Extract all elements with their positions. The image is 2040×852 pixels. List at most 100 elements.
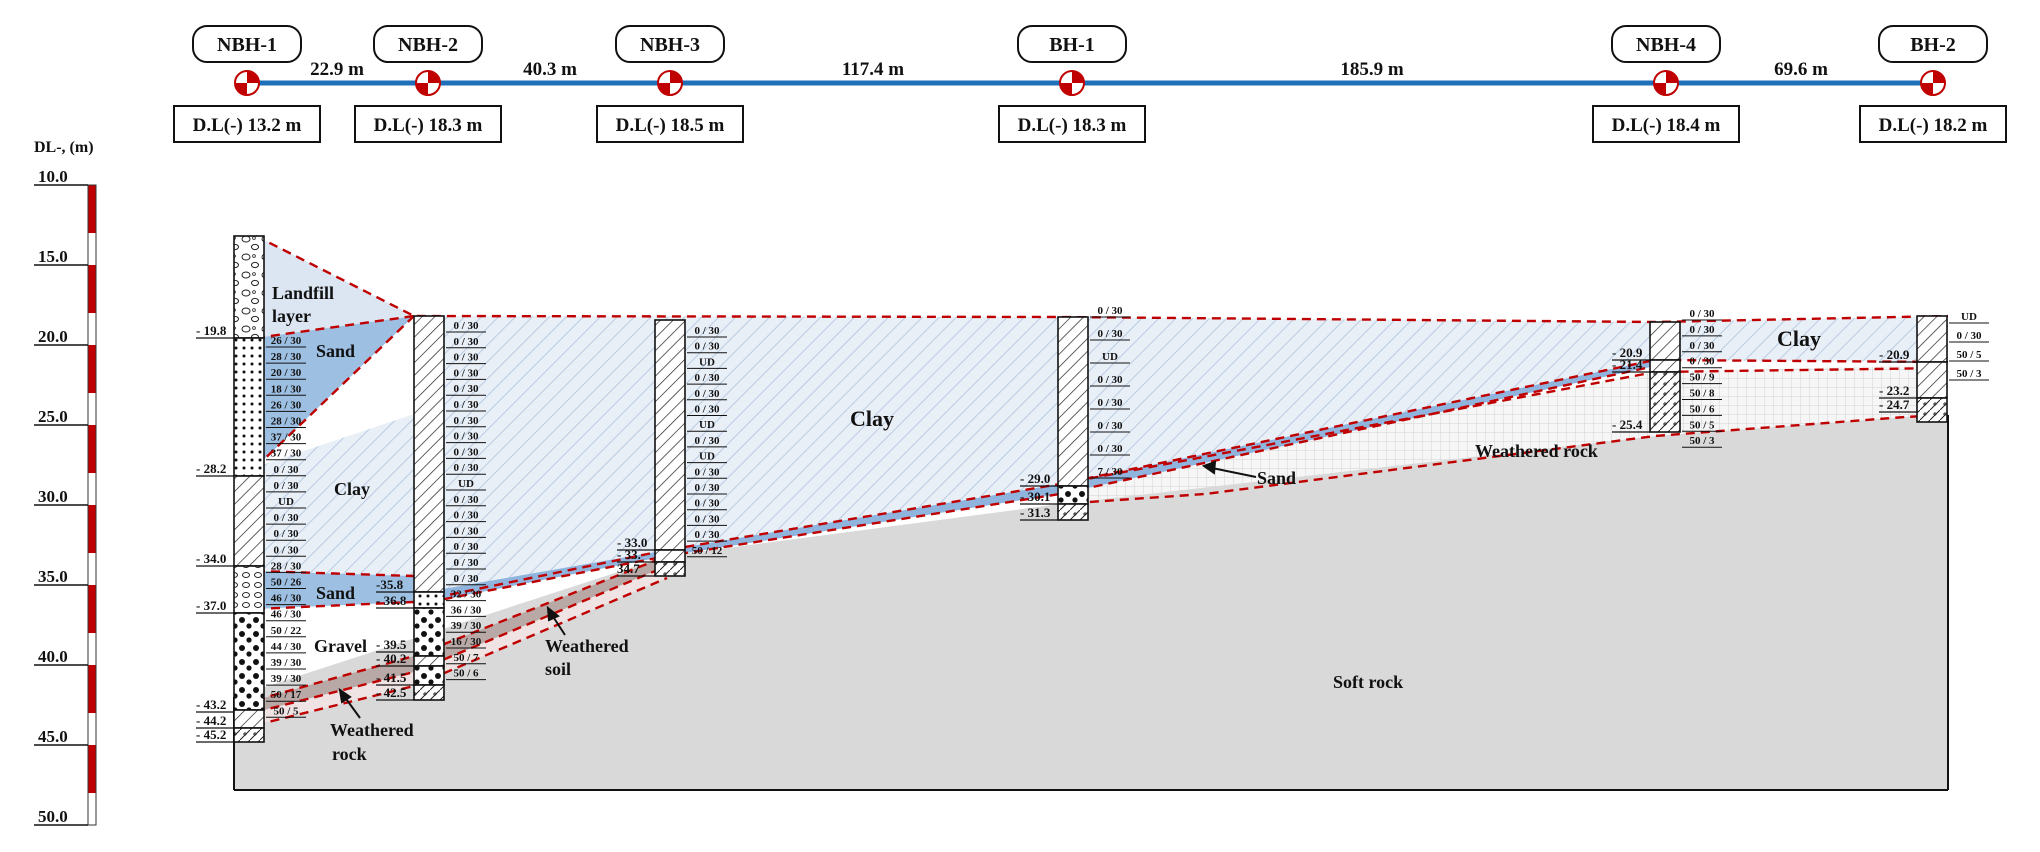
- spt-value: 26 / 30: [271, 335, 302, 347]
- borehole-symbol-quadrant: [658, 83, 670, 95]
- scale-tick-label: 20.0: [38, 327, 68, 346]
- borehole-symbol-quadrant: [416, 83, 428, 95]
- label-clay-right: Clay: [1777, 326, 1821, 351]
- scale-segment: [88, 441, 96, 457]
- spt-value: 37 / 30: [271, 448, 302, 460]
- spt-value: UD: [699, 451, 715, 463]
- log-segment: [233, 565, 265, 614]
- depth-label: - 19.8: [196, 323, 227, 338]
- spt-value: 0 / 30: [694, 435, 720, 447]
- spt-value: 0 / 30: [1097, 328, 1123, 340]
- depth-label: - 41.5: [376, 670, 407, 685]
- borehole-distance: 185.9 m: [1340, 59, 1404, 80]
- spt-value: 50 / 7: [453, 652, 479, 664]
- borehole-symbol-quadrant: [1072, 71, 1084, 83]
- borehole-name: BH-2: [1910, 34, 1956, 56]
- scale-segment: [88, 265, 96, 281]
- borehole-symbol-quadrant: [1060, 83, 1072, 95]
- scale-segment: [88, 489, 96, 505]
- scale-segment: [88, 537, 96, 553]
- spt-value: 0 / 30: [453, 462, 479, 474]
- scale-segment: [88, 425, 96, 441]
- datum-level: D.L(-) 18.4 m: [1612, 115, 1721, 136]
- spt-value: 0 / 30: [1097, 443, 1123, 455]
- borehole-name: NBH-3: [640, 34, 700, 56]
- spt-value: 50 / 8: [1689, 388, 1715, 400]
- borehole-name: NBH-1: [217, 34, 277, 56]
- log-segment: [413, 655, 445, 667]
- spt-value: 0 / 30: [453, 415, 479, 427]
- scale-segment: [88, 313, 96, 329]
- log-segment: [233, 337, 265, 477]
- label-arrows: [338, 460, 1257, 719]
- spt-value: 0 / 30: [453, 525, 479, 537]
- label-gravel: Gravel: [314, 636, 367, 656]
- scale-segment: [88, 745, 96, 761]
- spt-value: 46 / 30: [271, 609, 302, 621]
- log-segment: [1916, 397, 1948, 423]
- borehole-marker: NBH-4D.L(-) 18.4 m: [1592, 25, 1740, 143]
- spt-value: 37 / 30: [271, 432, 302, 444]
- spt-value: 0 / 30: [453, 383, 479, 395]
- spt-value: 36 / 30: [451, 604, 482, 616]
- scale-segment: [88, 617, 96, 633]
- spt-value: 50 / 6: [1689, 403, 1715, 415]
- datum-level: D.L(-) 13.2 m: [193, 115, 302, 136]
- weathered-rock-zone: [1060, 365, 1948, 504]
- scale-segment: [88, 809, 96, 825]
- borehole-marker: BH-2D.L(-) 18.2 m: [1859, 25, 2007, 143]
- spt-value: 50 / 26: [271, 577, 302, 589]
- borehole-log: - 19.8- 28.2- 34.0- 37.0- 43.2- 44.2- 45…: [196, 235, 306, 743]
- scale-segment: [88, 569, 96, 585]
- spt-value: 0 / 30: [273, 512, 299, 524]
- log-segment: [654, 319, 686, 551]
- scale-segment: [88, 345, 96, 361]
- depth-label: - 40.2: [376, 651, 406, 666]
- spt-value: 0 / 30: [1689, 324, 1715, 336]
- depth-label: - 20.9: [1879, 347, 1910, 362]
- log-segment: [1649, 371, 1681, 433]
- spt-value: 0 / 30: [694, 482, 720, 494]
- label-weathered-rock-main: Weathered rock: [1475, 441, 1598, 461]
- depth-label: - 20.9: [1612, 345, 1643, 360]
- spt-value: 0 / 30: [694, 466, 720, 478]
- datum-level-box: [596, 105, 744, 143]
- spt-value: UD: [458, 478, 474, 490]
- spt-value: 0 / 30: [453, 320, 479, 332]
- log-segment: [413, 315, 445, 593]
- spt-value: 7 / 30: [1097, 466, 1123, 478]
- label-landfill: Landfill: [272, 283, 334, 303]
- depth-label: - 44.2: [196, 713, 226, 728]
- log-segment: [654, 561, 686, 577]
- spt-value: 0 / 30: [694, 341, 720, 353]
- spt-value: 0 / 30: [273, 528, 299, 540]
- spt-value: 50 / 3: [1956, 368, 1982, 380]
- spt-value: 28 / 30: [271, 560, 302, 572]
- depth-label: - 34.0: [196, 551, 226, 566]
- log-segment: [1057, 503, 1089, 521]
- spt-value: 0 / 30: [453, 541, 479, 553]
- borehole-marker: NBH-1D.L(-) 13.2 m: [173, 25, 321, 143]
- spt-value: 0 / 30: [694, 498, 720, 510]
- borehole-symbol-quadrant: [670, 71, 682, 83]
- spt-value: 16 / 30: [451, 636, 482, 648]
- scale-segment: [88, 601, 96, 617]
- borehole-symbol-quadrant: [1921, 83, 1933, 95]
- scale-tick-label: 50.0: [38, 807, 68, 826]
- scale-segment: [88, 457, 96, 473]
- borehole-distance: 117.4 m: [842, 59, 904, 80]
- section-fills: [234, 236, 1948, 790]
- scale-tick-label: 45.0: [38, 727, 68, 746]
- scale-tick-label: 10.0: [38, 167, 68, 186]
- spt-value: 0 / 30: [273, 544, 299, 556]
- spt-value: 44 / 30: [271, 641, 302, 653]
- scale-segment: [88, 553, 96, 569]
- scale-tick-label: 30.0: [38, 487, 68, 506]
- scale-segment: [88, 505, 96, 521]
- borehole-marker: NBH-3D.L(-) 18.5 m: [596, 25, 744, 143]
- borehole-logs: - 19.8- 28.2- 34.0- 37.0- 43.2- 44.2- 45…: [196, 235, 1989, 743]
- spt-value: 50 / 17: [271, 689, 302, 701]
